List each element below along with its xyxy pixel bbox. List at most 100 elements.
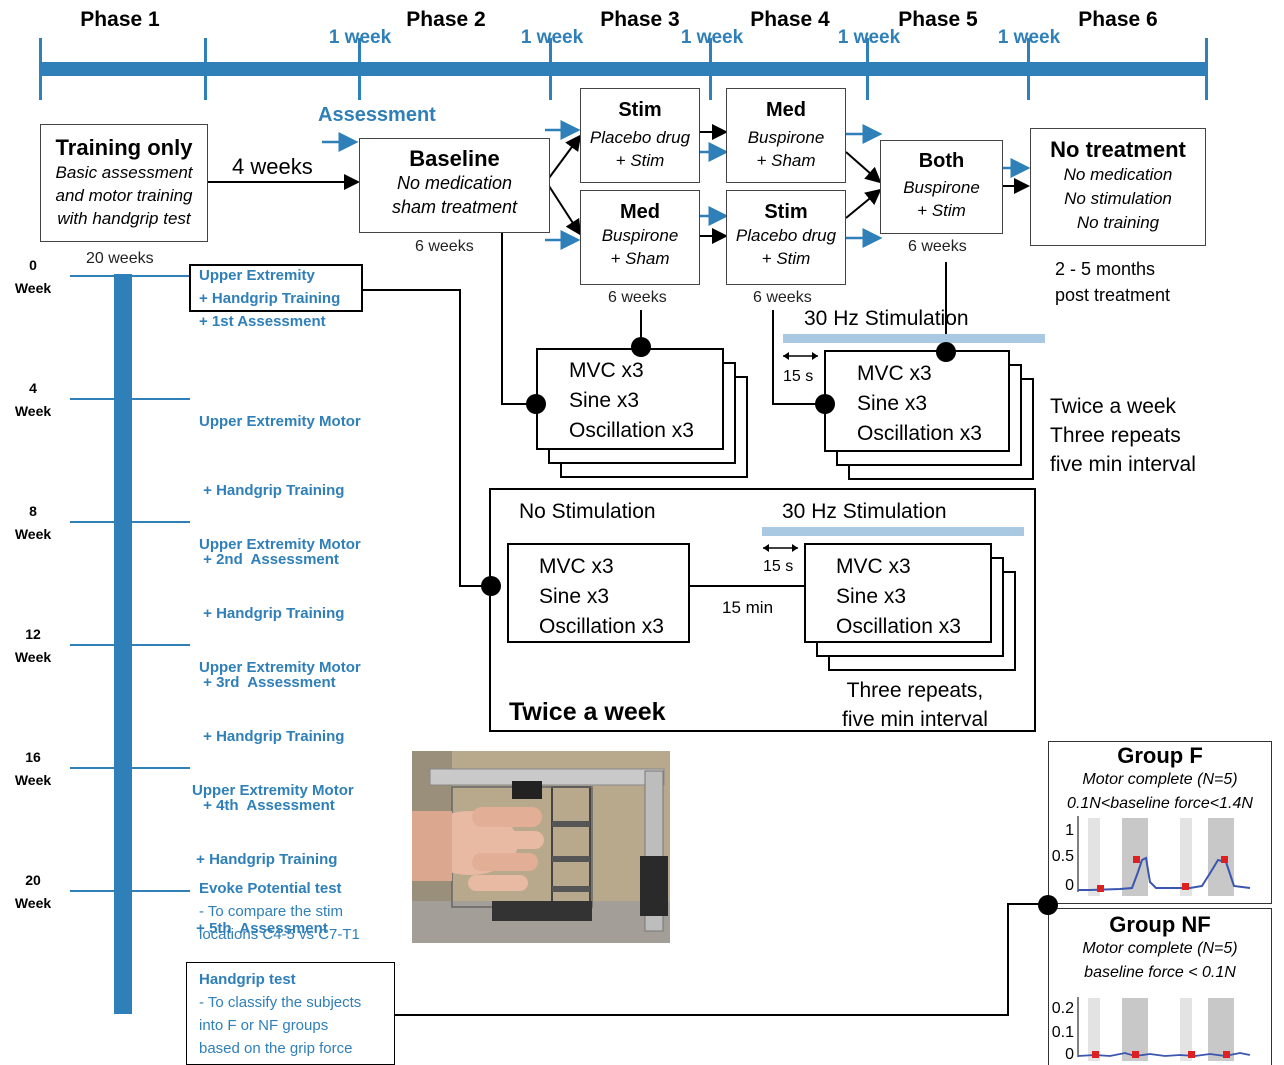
week-gap-label: 1 week	[997, 27, 1061, 48]
phase-timeline-bar	[40, 62, 1208, 76]
test-item: Sine x3	[539, 585, 610, 608]
phase4-duration: 6 weeks	[753, 289, 812, 306]
test-sheet-front	[804, 543, 992, 643]
week-unit: Week	[14, 280, 52, 296]
test-item: Oscillation x3	[836, 615, 961, 638]
stim-box-phase3: Stim Placebo drug + Stim	[580, 88, 700, 183]
connector-handgrip-groups	[394, 903, 1047, 1016]
twice-a-week-title: Twice a week	[509, 698, 666, 726]
test-item: MVC x3	[836, 555, 911, 578]
training-only-box: Training only Basic assessment and motor…	[40, 124, 208, 242]
training-title: Training only	[55, 135, 193, 160]
phase3-duration: 6 weeks	[608, 289, 667, 306]
stim-box-phase4: Stim Placebo drug + Stim	[726, 190, 846, 285]
test-protocol-list: MVC x3 Sine x3 Oscillation x3	[857, 359, 982, 449]
activity-line: Upper Extremity Motor	[199, 536, 361, 553]
test-protocol-list: MVC x3 Sine x3 Oscillation x3	[569, 356, 694, 446]
phase-divider	[358, 38, 361, 100]
phase5-duration: 6 weeks	[908, 238, 967, 255]
evoke-line: - To compare the stim	[199, 903, 343, 920]
med-title: Med	[620, 201, 660, 223]
both-line: + Stim	[917, 201, 966, 220]
activity-line: Upper Extremity Motor	[199, 659, 361, 676]
activity-line: + Handgrip Training	[199, 605, 345, 622]
test-sheet-front	[536, 348, 724, 450]
med-line: + Sham	[756, 151, 816, 170]
med-line: Buspirone	[747, 128, 825, 147]
week-tick	[70, 521, 190, 523]
week-tick	[70, 767, 190, 769]
handgrip-line: based on the grip force	[199, 1040, 353, 1057]
phase-3-label: Phase 3	[600, 8, 680, 31]
test-item: MVC x3	[539, 555, 614, 578]
test-sheet-front	[507, 543, 690, 643]
activity-line: + 3rd Assessment	[199, 674, 336, 691]
week-number: 16	[25, 749, 41, 765]
training-line: and motor training	[55, 186, 193, 205]
baseline-line: sham treatment	[391, 197, 518, 217]
group-f-line: Motor complete (N=5)	[1082, 771, 1238, 788]
no-stimulation-label: No Stimulation	[519, 500, 656, 523]
schedule-line: Twice a week	[1050, 395, 1177, 418]
phase-1-label: Phase 1	[80, 8, 160, 31]
activity-line: + 4th Assessment	[199, 797, 335, 814]
test-item: Sine x3	[569, 389, 640, 412]
week0-activities: Upper Extremity + Handgrip Training + 1s…	[199, 264, 340, 333]
handgrip-line: - To classify the subjects	[199, 994, 362, 1011]
stim-title: Stim	[618, 99, 662, 121]
test-item: Oscillation x3	[569, 419, 694, 442]
week4-activities: Upper Extremity Motor + Handgrip Trainin…	[199, 364, 361, 594]
activity-line: + 2nd Assessment	[199, 551, 339, 568]
repeats-line: five min interval	[842, 708, 988, 731]
test-item: MVC x3	[857, 362, 932, 385]
connector-dot	[526, 394, 546, 414]
phase-divider	[709, 38, 712, 100]
evoke-line: locations C4-5 vs C7-T1	[199, 926, 360, 943]
activity-line: + Handgrip Training	[199, 290, 341, 307]
assessment-label: Assessment	[318, 104, 436, 126]
session-panel	[489, 488, 1036, 732]
no-treatment-line: No medication	[1063, 165, 1173, 184]
handgrip-device-photo	[412, 751, 670, 943]
arrow-baseline-to-med	[548, 185, 582, 236]
group-nf-title: Group NF	[1109, 912, 1211, 937]
evoke-potential-note: Evoke Potential test - To compare the st…	[199, 877, 360, 946]
post-treatment-line: post treatment	[1055, 285, 1171, 305]
y-tick-label: 0.2	[1052, 1000, 1074, 1017]
activity-line: + 5th Assessment	[192, 920, 328, 937]
week-number: 0	[29, 257, 37, 273]
phase-divider	[866, 38, 869, 100]
stim-30hz-bar	[783, 334, 1045, 343]
schedule-line: five min interval	[1050, 453, 1196, 476]
schedule-note: Twice a week Three repeats five min inte…	[1050, 392, 1196, 479]
connector-dot	[1038, 895, 1058, 915]
connector-dot	[815, 394, 835, 414]
test-item: Oscillation x3	[857, 422, 982, 445]
interval-15s: 15 s	[783, 368, 814, 385]
week-tick	[70, 890, 190, 892]
week-unit: Week	[14, 526, 52, 542]
week0-highlight-box	[189, 264, 363, 312]
no-treatment-title: No treatment	[1050, 137, 1186, 162]
connector-dot	[481, 576, 501, 596]
baseline-line: No medication	[396, 173, 513, 193]
arrow-stim-to-both	[845, 188, 882, 219]
week-gap-label: 1 week	[680, 27, 744, 48]
activity-line: Upper Extremity	[199, 267, 315, 284]
week-tick	[70, 398, 190, 400]
week-unit: Week	[14, 403, 52, 419]
med-box-phase3: Med Buspirone + Sham	[580, 190, 700, 285]
stim-title: Stim	[764, 201, 808, 223]
gap-15min-label: 15 min	[722, 598, 774, 617]
week8-activities: Upper Extremity Motor + Handgrip Trainin…	[199, 487, 361, 717]
four-weeks-label: 4 weeks	[232, 154, 313, 179]
stim-30hz-label: 30 Hz Stimulation	[782, 500, 947, 523]
both-title: Both	[918, 150, 965, 172]
handgrip-test-note: Handgrip test - To classify the subjects…	[199, 968, 361, 1060]
y-tick-label: 0	[1065, 1046, 1074, 1063]
group-f-panel: Group F Motor complete (N=5) 0.1N<baseli…	[1048, 741, 1272, 904]
